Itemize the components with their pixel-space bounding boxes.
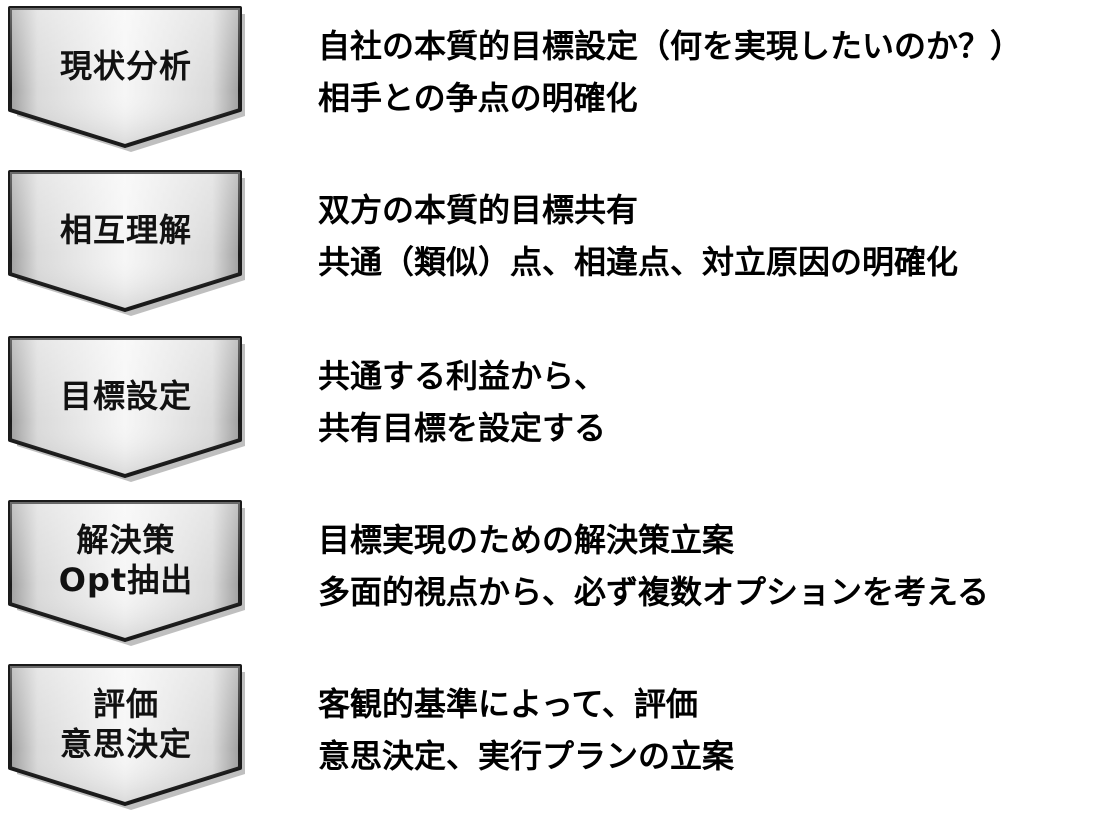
description-line: 目標実現のための解決策立案 bbox=[318, 521, 735, 559]
step-label-line: Opt抽出 bbox=[58, 561, 194, 599]
description-line: 共有目標を設定する bbox=[318, 409, 607, 447]
chevron-shape bbox=[8, 500, 245, 646]
step-label-line: 目標設定 bbox=[59, 377, 192, 415]
step-description: 自社の本質的目標設定（何を実現したいのか？） 相手との争点の明確化 bbox=[318, 20, 1022, 124]
step-description: 共通する利益から、 共有目標を設定する bbox=[318, 350, 606, 454]
chevron-arrow: 目標設定 bbox=[0, 336, 260, 486]
description-line: 意思決定、実行プランの立案 bbox=[318, 737, 735, 775]
description-line: 客観的基準によって、評価 bbox=[318, 685, 698, 723]
chevron-shape bbox=[8, 336, 245, 482]
step-label-line: 意思決定 bbox=[59, 725, 192, 763]
step-label: 相互理解 bbox=[8, 170, 244, 290]
step-label: 解決策 Opt抽出 bbox=[8, 500, 244, 620]
description-line: 双方の本質的目標共有 bbox=[318, 191, 639, 229]
step-description: 客観的基準によって、評価 意思決定、実行プランの立案 bbox=[318, 678, 734, 782]
description-line: 相手との争点の明確化 bbox=[318, 79, 638, 117]
description-line: 自社の本質的目標設定（何を実現したいのか？） bbox=[318, 27, 1023, 65]
chevron-arrow: 現状分析 bbox=[0, 6, 260, 156]
chevron-arrow: 解決策 Opt抽出 bbox=[0, 500, 260, 650]
step-description: 双方の本質的目標共有 共通（類似）点、相違点、対立原因の明確化 bbox=[318, 184, 958, 288]
chevron-shape bbox=[8, 6, 245, 152]
step-label: 現状分析 bbox=[8, 6, 244, 126]
step-label-line: 評価 bbox=[92, 685, 159, 723]
chevron-arrow: 相互理解 bbox=[0, 170, 260, 320]
step-label: 評価 意思決定 bbox=[8, 664, 244, 784]
chevron-shape bbox=[8, 170, 245, 316]
step-label-line: 現状分析 bbox=[59, 47, 192, 85]
step-description: 目標実現のための解決策立案 多面的視点から、必ず複数オプションを考える bbox=[318, 514, 989, 618]
step-label: 目標設定 bbox=[8, 336, 244, 456]
step-label-line: 解決策 bbox=[76, 521, 176, 559]
chevron-arrow: 評価 意思決定 bbox=[0, 664, 260, 814]
description-line: 共通（類似）点、相違点、対立原因の明確化 bbox=[318, 243, 959, 281]
step-label-line: 相互理解 bbox=[59, 211, 192, 249]
description-line: 共通する利益から、 bbox=[318, 357, 607, 395]
description-line: 多面的視点から、必ず複数オプションを考える bbox=[318, 573, 990, 611]
chevron-shape bbox=[8, 664, 245, 810]
